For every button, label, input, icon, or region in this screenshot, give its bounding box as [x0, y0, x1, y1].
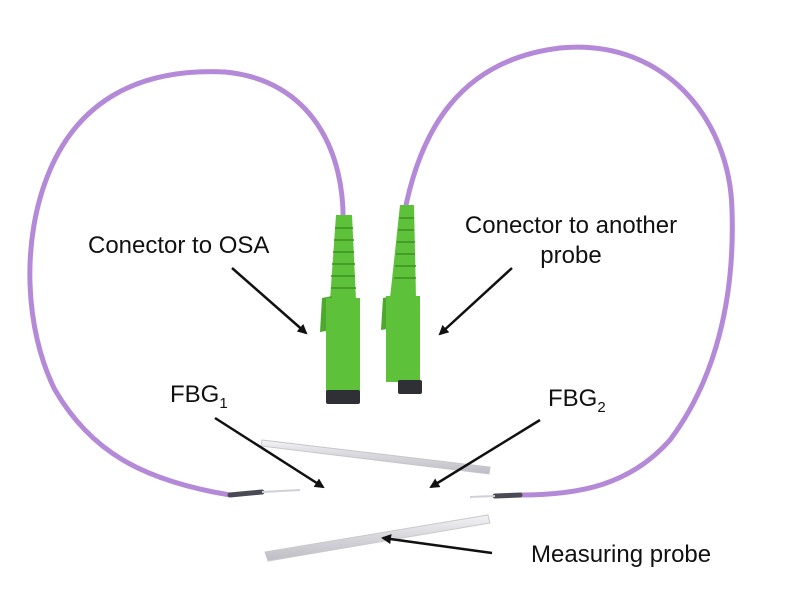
arrow-to-left-connector — [231, 267, 308, 335]
arrow-to-fbg1 — [214, 416, 325, 489]
left-connector-boot — [330, 215, 356, 300]
measuring-probe-rod — [264, 514, 491, 562]
right-connector-ribs — [394, 217, 416, 279]
label-fbg2: FBG2 — [548, 384, 606, 417]
left-connector-body — [326, 298, 360, 392]
right-connector-body — [386, 296, 420, 382]
label-connector-to-another-probe: Conector to another probe — [451, 211, 691, 271]
label-fbg1: FBG1 — [170, 380, 228, 413]
label-fbg2-subscript: 2 — [597, 399, 606, 416]
right-fiber-bare — [469, 495, 496, 498]
right-connector — [381, 205, 422, 394]
left-fiber-bare — [261, 489, 301, 493]
left-connector-cap — [326, 390, 360, 404]
label-measuring-probe-text: Measuring probe — [531, 541, 712, 568]
right-fiber-end — [492, 492, 523, 499]
label-fbg2-main: FBG — [548, 385, 598, 412]
left-fiber-end — [227, 489, 265, 498]
label-connector-to-osa-text: Conector to OSA — [88, 232, 270, 259]
left-connector — [320, 215, 360, 404]
left-fiber-cable — [27, 69, 346, 498]
right-connector-cap — [398, 380, 422, 394]
left-connector-ribs — [331, 227, 356, 289]
label-connector-to-osa: Conector to OSA — [88, 231, 269, 261]
label-measuring-probe: Measuring probe — [531, 540, 711, 570]
label-fbg1-main: FBG — [170, 381, 220, 408]
right-fiber-cable — [401, 44, 735, 498]
right-connector-boot — [390, 205, 416, 298]
arrow-to-fbg2 — [429, 418, 541, 489]
label-connector-to-another-line2: probe — [540, 242, 602, 269]
label-fbg1-subscript: 1 — [219, 395, 228, 412]
arrow-to-measuring-probe — [381, 534, 493, 555]
fbg-glass-rod — [260, 439, 491, 475]
arrow-to-right-connector — [438, 267, 513, 336]
label-connector-to-another-line1: Conector to another — [464, 212, 678, 239]
